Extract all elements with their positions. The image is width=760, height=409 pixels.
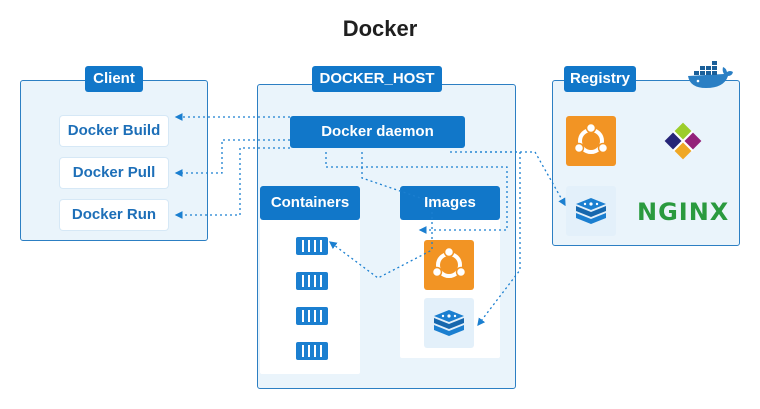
ubuntu-icon [424, 240, 474, 290]
container-icon [295, 341, 329, 366]
docker-whale-icon [686, 58, 734, 97]
nginx-logo: NGINX [637, 198, 730, 226]
docker-build-button[interactable]: Docker Build [60, 116, 168, 146]
redis-icon [566, 186, 616, 236]
containers-label: Containers [260, 186, 360, 220]
centos-icon [662, 120, 704, 167]
client-label: Client [85, 66, 143, 92]
container-icon [295, 236, 329, 261]
diagram-title: Docker [342, 16, 418, 41]
docker-run-button[interactable]: Docker Run [60, 200, 168, 230]
registry-label: Registry [564, 66, 636, 92]
docker-pull-button[interactable]: Docker Pull [60, 158, 168, 188]
container-icon [295, 271, 329, 296]
docker-daemon-box[interactable]: Docker daemon [290, 116, 465, 148]
redis-icon [424, 298, 474, 348]
images-label: Images [400, 186, 500, 220]
docker-host-label: DOCKER_HOST [312, 66, 442, 92]
container-icon [295, 306, 329, 331]
ubuntu-icon [566, 116, 616, 166]
